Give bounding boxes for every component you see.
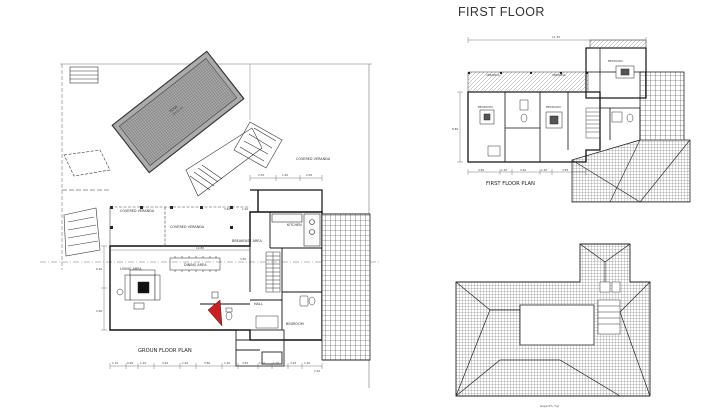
label-covered-veranda-mid: COVERED VERANDA <box>170 225 205 229</box>
first-dim-bottom-0: 4.60 <box>478 168 484 172</box>
first-dim-bottom-1: 1.20 <box>501 168 507 172</box>
first-stairs <box>585 107 601 139</box>
first-floor-plan: VERANDA VERANDA BEDROOM BEDROOM BEDROOM … <box>452 35 691 203</box>
dim-top-b: 1.20 <box>282 173 288 177</box>
pool-size-label: (5x11 m) <box>171 105 184 116</box>
dim-side-c: 3.50 <box>240 257 246 261</box>
label-breakfast-area: BREAKFAST AREA <box>232 239 262 243</box>
first-floor-heading: FIRST FLOOR <box>458 5 545 19</box>
dim-mid-a: 3.60 <box>224 207 230 211</box>
dim-bottom-4: 1.40 <box>182 361 188 365</box>
label-dining-area: DINING AREA <box>184 263 207 267</box>
roof-small-boxes <box>599 281 621 293</box>
fireplace <box>207 299 223 327</box>
veranda-outline <box>109 206 250 246</box>
label-hall: HALL <box>254 302 263 306</box>
first-bath-fixtures <box>487 99 634 157</box>
first-house-walls <box>467 91 601 163</box>
ground-floor-plan-title: GROUN FLOOR PLAN <box>138 348 192 354</box>
living-furniture <box>116 269 161 310</box>
dim-bottom-10: 3.25 <box>290 361 296 365</box>
dim-bottom-5: 3.60 <box>204 361 210 365</box>
ground-interior-walls <box>200 212 322 330</box>
label-bedroom-a: BEDROOM <box>478 105 493 109</box>
label-covered-veranda-left: COVERED VERANDA <box>120 209 155 213</box>
first-roof-tiles <box>571 139 691 203</box>
label-bedroom-b: BEDROOM <box>546 105 561 109</box>
dim-bottom-2: 1.20 <box>140 361 146 365</box>
dim-bottom-12: 2.10 <box>314 369 320 373</box>
first-upper-deck <box>589 39 647 49</box>
roof-hip-lines <box>455 243 651 397</box>
pool-stairs <box>185 121 283 197</box>
first-dim-bottom-4: 3.95 <box>562 168 568 172</box>
label-bedroom-c: BEDROOM <box>608 59 623 63</box>
first-dim-side: 8.80 <box>452 127 458 131</box>
dim-bottom-11: 1.20 <box>304 361 310 365</box>
label-living-area: LIVING AREA <box>120 267 142 271</box>
first-dim-top: 11.35 <box>552 35 560 39</box>
dim-side-b: 2.90 <box>96 309 102 313</box>
dim-bottom-1: 0.90 <box>127 361 133 365</box>
label-kitchen: KITCHEN <box>287 223 302 227</box>
first-beds <box>479 65 635 129</box>
roof-caption: slope 5% / tyl <box>540 404 559 408</box>
pool-label: POOL <box>169 104 179 113</box>
label-bedroom: BEDROOM <box>286 322 304 326</box>
veranda-columns <box>110 206 233 229</box>
ground-pergola <box>321 213 371 361</box>
dim-side-a: 6.40 <box>96 267 102 271</box>
dim-top-a: 2.50 <box>258 173 264 177</box>
first-dim-bottom-2: 3.40 <box>520 168 526 172</box>
dim-bottom-0: 1.10 <box>112 361 118 365</box>
dim-bottom-7: 4.50 <box>242 361 248 365</box>
label-veranda-b: VERANDA <box>552 73 566 77</box>
flat-roof <box>519 304 595 346</box>
roof-stair-well <box>597 299 621 335</box>
garden-structure <box>62 149 111 257</box>
dim-mid-b: 1.20 <box>242 207 248 211</box>
ground-dimension-texts: 2.50 1.20 2.00 3.60 1.20 12.80 6.40 2.90… <box>96 173 320 373</box>
dim-bottom-8: 1.10 <box>259 361 265 365</box>
first-dimension-lines <box>457 37 647 175</box>
first-veranda-posts <box>468 72 588 74</box>
ground-stairs <box>265 251 281 293</box>
first-veranda-deck <box>467 71 589 93</box>
dim-bottom-3: 3.40 <box>162 361 168 365</box>
garden-steps <box>69 66 99 84</box>
label-covered-veranda-main: COVERED VERANDA <box>296 157 331 161</box>
dim-bottom-6: 1.20 <box>224 361 230 365</box>
first-floor-plan-title: FIRST FLOOR PLAN <box>486 181 535 187</box>
roof-plan: slope 5% / tyl <box>455 243 651 408</box>
ground-dimension-lines <box>101 175 323 369</box>
pool: POOL (5x11 m) <box>111 50 245 174</box>
first-dim-bottom-3: 1.20 <box>541 168 547 172</box>
dim-bottom-9: 1.20 <box>273 361 279 365</box>
first-interior-walls <box>504 92 641 162</box>
kitchen-counters <box>271 213 321 247</box>
ground-floor-plan: POOL (5x11 m) <box>40 50 380 388</box>
dim-top-c: 2.00 <box>306 173 312 177</box>
label-veranda-a: VERANDA <box>486 73 500 77</box>
dim-mid-c: 12.80 <box>196 246 204 250</box>
bathroom-fixtures <box>225 295 316 329</box>
dining-table <box>169 256 221 299</box>
